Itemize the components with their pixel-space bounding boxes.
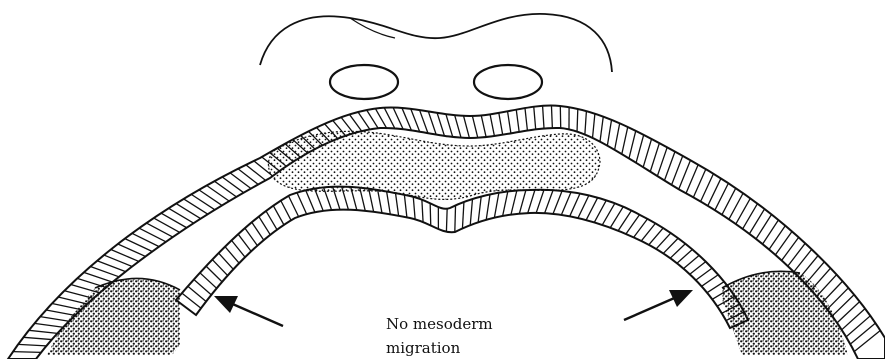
cell-wall (455, 205, 456, 232)
arrow-up-left-icon (214, 296, 283, 326)
axial-mesoderm-stipple (268, 131, 600, 199)
head-fold-outline (260, 14, 612, 72)
cell-wall (13, 352, 41, 353)
cell-wall (446, 209, 447, 232)
migration-label: migration (386, 341, 460, 356)
cell-wall (577, 109, 578, 132)
cell-wall (551, 106, 552, 128)
no-mesoderm-label: No mesoderm (386, 317, 493, 332)
right-neural-vesicle (474, 65, 542, 99)
cell-wall (430, 203, 431, 225)
arrow-up-right-icon (624, 290, 693, 320)
left-neural-vesicle (330, 65, 398, 99)
inner-epithelial-layer (176, 187, 748, 328)
